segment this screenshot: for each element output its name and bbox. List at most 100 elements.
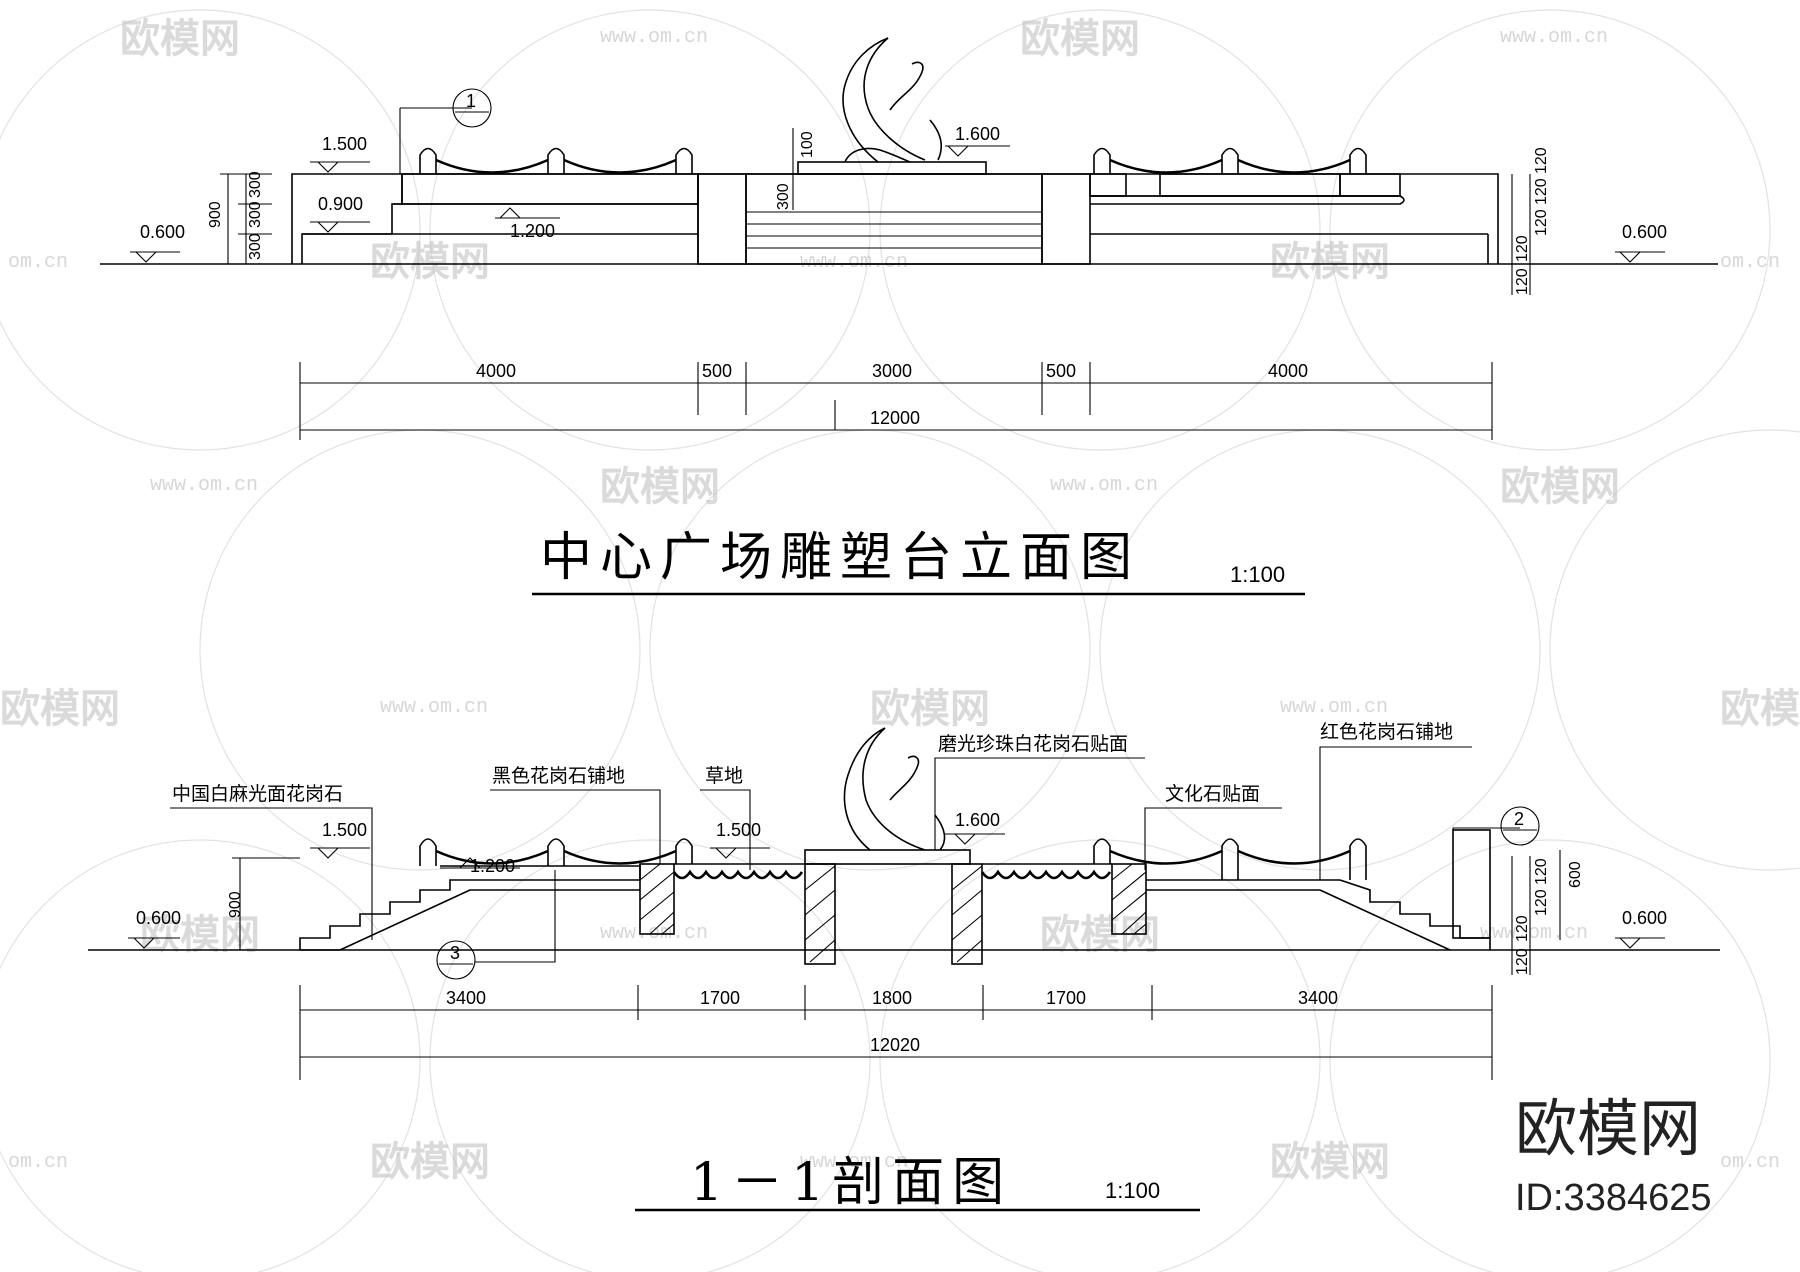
- vertical-dims-right-section: 600 120 120 120 120: [1511, 850, 1584, 975]
- dim-label: 1700: [1046, 988, 1086, 1008]
- right-wall-hatched: [1111, 863, 1147, 935]
- callout-circle: [436, 940, 476, 980]
- level-triangle: [954, 833, 976, 845]
- watermark-url: www.om.cn: [1500, 26, 1608, 49]
- grass-soil: [980, 869, 1112, 880]
- dim-label: 120: [1514, 268, 1531, 295]
- dim-label: 120: [1533, 889, 1550, 916]
- level-label: 1.200: [470, 856, 515, 876]
- sculpture-base: [804, 849, 971, 865]
- watermark-url: om.cn: [1720, 1151, 1780, 1174]
- dim-label: 120: [1533, 178, 1550, 205]
- level-label: 0.600: [140, 222, 185, 242]
- callout-number: 2: [1514, 809, 1524, 829]
- level-label: 1.500: [716, 820, 761, 840]
- label-red-granite-paving: 红色花岗石铺地: [1320, 721, 1453, 743]
- sculpture-curl: [934, 814, 946, 851]
- sculpture-base: [797, 161, 987, 175]
- dim-label: 500: [1046, 361, 1076, 381]
- dim-label: 100: [799, 131, 816, 158]
- level-triangle: [459, 857, 481, 869]
- bollard: [419, 147, 437, 174]
- leader: [1144, 807, 1282, 870]
- callout-leader: [475, 870, 556, 963]
- horizontal-dims-elevation: 4000 500 3000 500 4000 12000: [299, 361, 1493, 440]
- dim-label: 1800: [872, 988, 912, 1008]
- level-triangle: [135, 251, 157, 263]
- left-slope: [339, 889, 471, 951]
- section-drawing: 中国白麻光面花岗石 黑色花岗石铺地 草地 磨光珍珠白花岗石贴面 文化石贴面 红色…: [88, 721, 1720, 1213]
- right-post-base: [1089, 173, 1127, 197]
- right-tier-cap: [1090, 195, 1405, 205]
- watermark-url: om.cn: [8, 1151, 68, 1174]
- level-triangle: [947, 145, 969, 157]
- level-triangle: [715, 847, 737, 859]
- chain: [1109, 158, 1223, 174]
- dim-label: 500: [702, 361, 732, 381]
- label-black-granite-paving: 黑色花岗石铺地: [492, 765, 625, 787]
- watermark-url: www.om.cn: [150, 474, 258, 497]
- dim-label: 4000: [476, 361, 516, 381]
- dim-label: 3400: [1298, 988, 1338, 1008]
- left-wall-hatched: [639, 863, 675, 935]
- watermark-url: om.cn: [8, 251, 68, 274]
- center-pier: [804, 863, 836, 965]
- callout-3: 3: [436, 870, 556, 980]
- chain: [1237, 158, 1351, 174]
- elevation-title: 中心广场雕塑台立面图: [540, 528, 1140, 588]
- level-label: 1.200: [510, 221, 555, 241]
- level-triangle: [317, 847, 339, 859]
- dim-label: 120: [1533, 209, 1550, 236]
- watermark-brand: 欧模网: [600, 464, 720, 510]
- right-post-base: [1339, 173, 1401, 197]
- brand-id: ID:3384625: [1515, 1177, 1712, 1219]
- vertical-dims-right: 120 120 120 120 120: [1511, 147, 1550, 295]
- chain: [435, 158, 549, 174]
- callout-circle: [1500, 806, 1540, 846]
- label-culture-stone: 文化石贴面: [1165, 783, 1260, 805]
- brand-logo-text: 欧模网: [1515, 1092, 1701, 1165]
- level-label: 0.600: [136, 908, 181, 928]
- bollard: [1349, 838, 1367, 880]
- bollards-elevation: [419, 147, 1367, 174]
- callout-number: 3: [450, 943, 460, 963]
- callout-2: 2: [1452, 806, 1540, 846]
- dim-label: 12020: [870, 1035, 920, 1055]
- hatch: [951, 865, 983, 963]
- bollard: [675, 838, 693, 864]
- level-triangle: [499, 207, 521, 219]
- vertical-dims-left: 900 300 300 300: [207, 171, 272, 265]
- dim-label: 900: [207, 201, 224, 228]
- dim-label: 120: [1514, 915, 1531, 942]
- level-label: 1.500: [322, 134, 367, 154]
- section-title: 1－1剖面图: [690, 1153, 1012, 1213]
- sculpture-curl: [929, 119, 942, 161]
- bollard: [1093, 147, 1111, 174]
- dim-label: 300: [247, 171, 264, 198]
- bollard: [547, 147, 565, 174]
- sculpture-flame: [889, 755, 920, 801]
- chain: [435, 849, 549, 865]
- watermark-brand: 欧模网: [370, 239, 490, 285]
- level-marks-section: 1.500 1.200 1.500 1.600 0.600 0.600: [128, 810, 1667, 949]
- leader: [934, 757, 1145, 850]
- dim-label: 3000: [872, 361, 912, 381]
- hatch: [639, 863, 675, 935]
- label-white-granite: 中国白麻光面花岗石: [172, 783, 343, 805]
- bollard: [1349, 147, 1367, 174]
- center-pier: [951, 863, 983, 965]
- watermark-url: www.om.cn: [800, 251, 908, 274]
- label-lawn: 草地: [705, 765, 743, 787]
- bollard: [547, 838, 565, 866]
- chain: [563, 849, 677, 865]
- leader: [1319, 746, 1472, 880]
- level-label: 1.600: [955, 810, 1000, 830]
- watermark-brand: 欧模网: [1270, 239, 1390, 285]
- leader: [170, 807, 373, 940]
- leader: [490, 789, 661, 864]
- bollard: [1221, 838, 1239, 880]
- chain: [1237, 849, 1351, 865]
- material-labels: 中国白麻光面花岗石 黑色花岗石铺地 草地 磨光珍珠白花岗石贴面 文化石贴面 红色…: [170, 721, 1472, 940]
- bollard: [675, 147, 693, 174]
- dim-label: 300: [775, 183, 792, 210]
